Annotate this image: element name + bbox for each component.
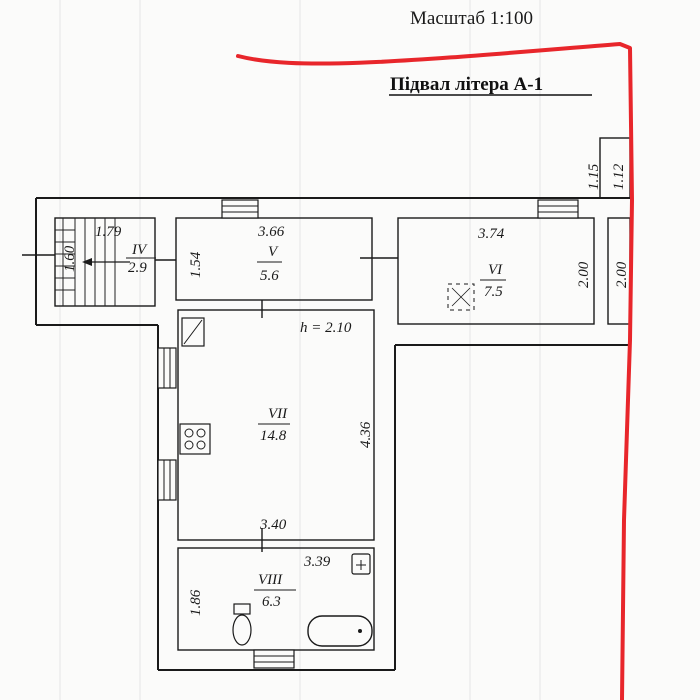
room-vii-height-dim: 4.36 xyxy=(358,421,374,448)
room-vii: h = 2.10 4.36 3.40 VII 14.8 xyxy=(157,309,375,552)
red-boundary-line xyxy=(236,42,634,700)
toilet-icon xyxy=(232,603,252,646)
ventilation-icon xyxy=(447,283,475,311)
room-v-height-dim: 1.54 xyxy=(188,251,204,278)
top-vent-1-dim: 1.15 xyxy=(586,163,602,190)
room-iv: 1.79 1.60 IV 2.9 xyxy=(22,217,156,307)
room-vi-width-dim: 3.74 xyxy=(477,226,505,242)
room-vi-number: VI xyxy=(488,262,503,278)
sink-icon xyxy=(351,553,371,575)
room-viii-width-dim: 3.39 xyxy=(303,554,331,570)
paper-grid xyxy=(59,0,541,700)
scale-label: Масштаб 1:100 xyxy=(410,8,533,29)
room-viii-height-dim: 1.86 xyxy=(188,589,204,616)
bathtub-icon xyxy=(307,615,373,647)
right-strip: 2.00 1.15 1.12 xyxy=(586,137,631,325)
room-v-number: V xyxy=(268,244,279,260)
room-vi: 3.74 2.00 VI 7.5 xyxy=(397,199,595,325)
top-vent-2-dim: 1.12 xyxy=(611,163,627,190)
outer-walls xyxy=(35,197,630,671)
stair-length-dim: 1.60 xyxy=(62,245,78,272)
window-v-top xyxy=(221,199,259,219)
room-viii-area: 6.3 xyxy=(262,594,281,610)
room-vii-number: VII xyxy=(268,406,288,422)
right-strip-height-dim: 2.00 xyxy=(614,261,630,288)
room-vii-area: 14.8 xyxy=(260,428,287,444)
room-viii: 3.39 1.86 VIII 6.3 xyxy=(177,547,375,669)
window-viii-bottom xyxy=(253,649,295,669)
meter-icon xyxy=(181,317,205,347)
room-v-area: 5.6 xyxy=(260,268,279,284)
stair-width-dim: 1.79 xyxy=(95,224,122,240)
room-viii-number: VIII xyxy=(258,572,283,588)
room-iv-number: IV xyxy=(131,242,148,258)
room-iv-area: 2.9 xyxy=(128,260,147,276)
floor-title: Підвал літера А-1 xyxy=(390,74,543,95)
window-vii-left-1 xyxy=(157,347,177,389)
room-vi-height-dim: 2.00 xyxy=(576,261,592,288)
stair-arrow-icon xyxy=(82,258,130,266)
stove-icon xyxy=(179,423,211,455)
room-v: 3.66 1.54 V 5.6 xyxy=(155,199,398,318)
room-v-width-dim: 3.66 xyxy=(257,224,285,240)
window-vii-left-2 xyxy=(157,459,177,501)
ceiling-height: h = 2.10 xyxy=(300,320,352,336)
window-vi-top xyxy=(537,199,579,219)
room-vii-width-dim: 3.40 xyxy=(259,517,287,533)
room-vi-area: 7.5 xyxy=(484,284,503,300)
